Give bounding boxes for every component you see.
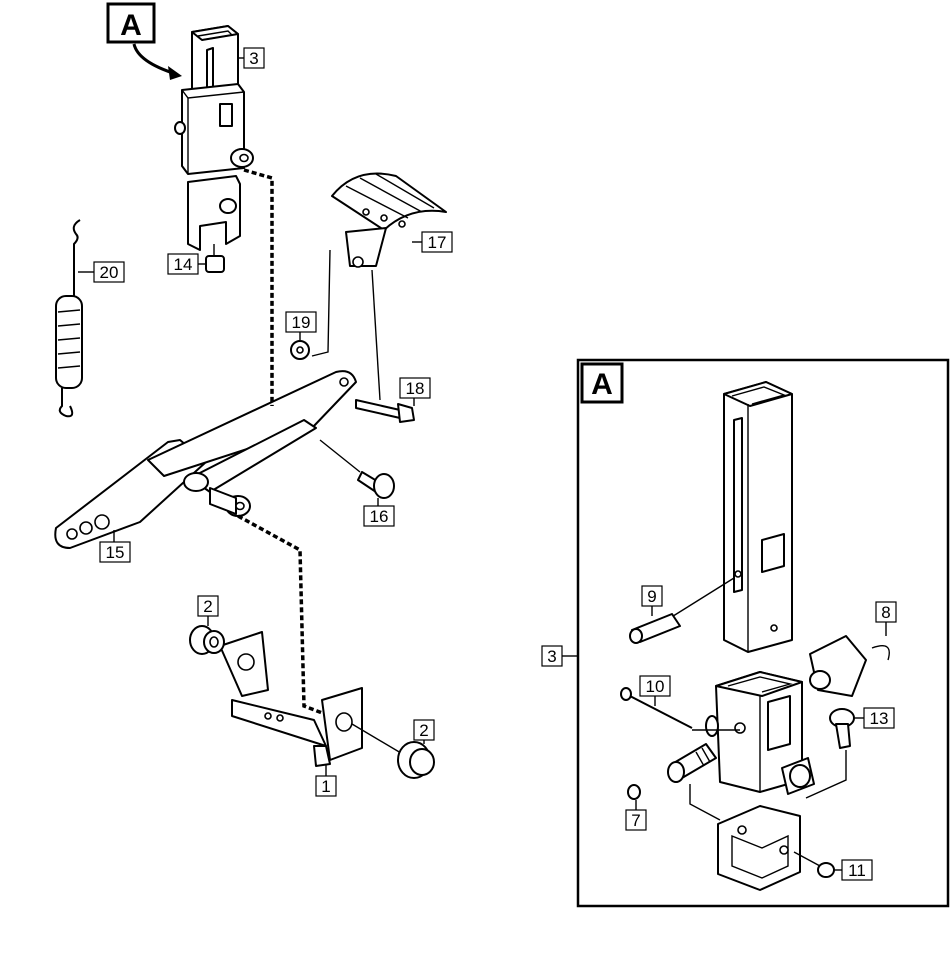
svg-text:20: 20: [100, 263, 119, 282]
view-label-a-detail: A: [580, 362, 624, 404]
bushing-right: [351, 723, 435, 779]
svg-text:3: 3: [547, 647, 556, 666]
bolt-and-nut: [290, 249, 415, 423]
svg-text:19: 19: [292, 313, 311, 332]
pedal-arm: [54, 370, 357, 549]
callout-2-left: 2: [197, 595, 219, 626]
pedal-pad: [331, 172, 447, 268]
svg-text:1: 1: [321, 777, 330, 796]
svg-text:10: 10: [646, 677, 665, 696]
bolt-16: [319, 439, 395, 499]
svg-text:13: 13: [870, 709, 889, 728]
callout-2-right: 2: [413, 719, 435, 744]
svg-text:8: 8: [881, 603, 890, 622]
svg-text:3: 3: [249, 49, 258, 68]
pedal-shaft-assembly: [174, 25, 254, 273]
svg-text:17: 17: [428, 233, 447, 252]
svg-text:2: 2: [419, 721, 428, 740]
svg-text:A: A: [120, 9, 142, 42]
detail-bolt-shaft: [620, 687, 740, 821]
callout-3: 3: [238, 47, 265, 69]
callout-11: 11: [834, 859, 873, 881]
callout-18: 18: [399, 377, 431, 406]
callout-1: 1: [315, 764, 337, 797]
callout-17: 17: [412, 231, 453, 253]
svg-text:18: 18: [406, 379, 425, 398]
detail-tube: [723, 381, 793, 653]
callout-9: 9: [641, 585, 663, 616]
mounting-bracket: [219, 631, 363, 767]
callout-7: 7: [625, 800, 647, 831]
callout-13: 13: [854, 707, 895, 729]
spring: [55, 219, 83, 418]
callout-15: 15: [99, 530, 131, 563]
callout-14: 14: [167, 253, 206, 275]
svg-text:11: 11: [848, 861, 866, 880]
svg-text:A: A: [591, 368, 613, 401]
svg-text:14: 14: [174, 255, 193, 274]
svg-text:16: 16: [370, 507, 389, 526]
svg-text:15: 15: [106, 543, 125, 562]
svg-text:7: 7: [631, 811, 640, 830]
view-label-a-top: A: [106, 2, 182, 80]
detail-pin: [629, 577, 735, 644]
detail-housing: [705, 671, 815, 795]
detail-u-bracket: [717, 805, 801, 891]
svg-text:2: 2: [203, 597, 212, 616]
detail-bolt-nut: [793, 708, 855, 878]
callout-10: 10: [639, 675, 671, 706]
svg-text:9: 9: [647, 587, 656, 606]
callout-20: 20: [78, 261, 125, 283]
detail-clip-block: [809, 635, 890, 697]
callout-3-detail: 3: [541, 645, 578, 667]
bushing-left: [189, 625, 225, 655]
callout-16: 16: [363, 498, 395, 527]
callout-8: 8: [875, 601, 897, 636]
callout-19: 19: [285, 311, 317, 340]
